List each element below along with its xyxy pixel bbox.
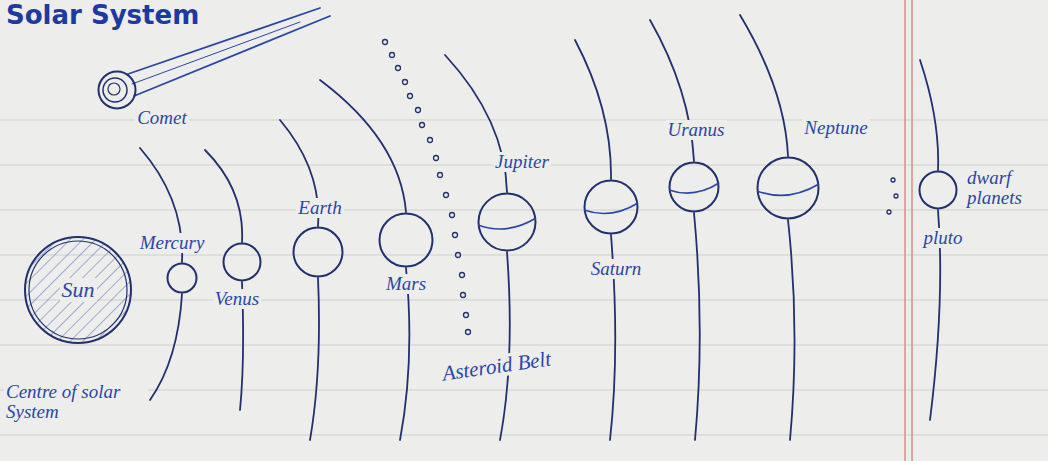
- circle-outline: [583, 179, 639, 235]
- circle-outline: [292, 226, 344, 278]
- region-label: Asteroid Belt: [439, 347, 555, 385]
- circle-outline: [222, 242, 262, 282]
- planet-circle: dwarf planetspluto: [918, 170, 958, 210]
- body-name: Sun: [60, 278, 97, 301]
- circle-outline: [918, 170, 958, 210]
- planet-circle: Mars: [378, 212, 434, 268]
- planet-circle: Jupiter: [477, 192, 537, 252]
- sun-circle: SunCentre of solar System: [23, 235, 133, 345]
- body-name: Saturn: [589, 259, 644, 279]
- body-name: Mercury: [138, 233, 207, 253]
- diagram-title: Solar System: [4, 0, 201, 30]
- body-note: pluto: [921, 228, 964, 248]
- body-note: Centre of solar System: [4, 382, 148, 422]
- comet-head: Comet: [97, 70, 137, 110]
- planet-circle: Mercury: [166, 262, 198, 294]
- planet-circle: Uranus: [668, 161, 720, 213]
- body-name: Uranus: [666, 120, 727, 140]
- body-name: dwarf planets: [965, 168, 1037, 208]
- circle-outline: [166, 262, 198, 294]
- planet-circle: Venus: [222, 242, 262, 282]
- planet-circle: Earth: [292, 226, 344, 278]
- circle-outline: [378, 212, 434, 268]
- circle-outline: [756, 156, 820, 220]
- circle-outline: [97, 70, 137, 110]
- body-name: Neptune: [802, 118, 869, 138]
- body-name: Jupiter: [493, 152, 551, 172]
- circle-outline: [477, 192, 537, 252]
- planet-circle: Neptune: [756, 156, 820, 220]
- body-name: Earth: [296, 198, 343, 218]
- body-name: Mars: [384, 274, 428, 294]
- circle-outline: [668, 161, 720, 213]
- planet-circle: Saturn: [583, 179, 639, 235]
- body-name: Comet: [135, 108, 189, 128]
- body-name: Venus: [213, 289, 261, 309]
